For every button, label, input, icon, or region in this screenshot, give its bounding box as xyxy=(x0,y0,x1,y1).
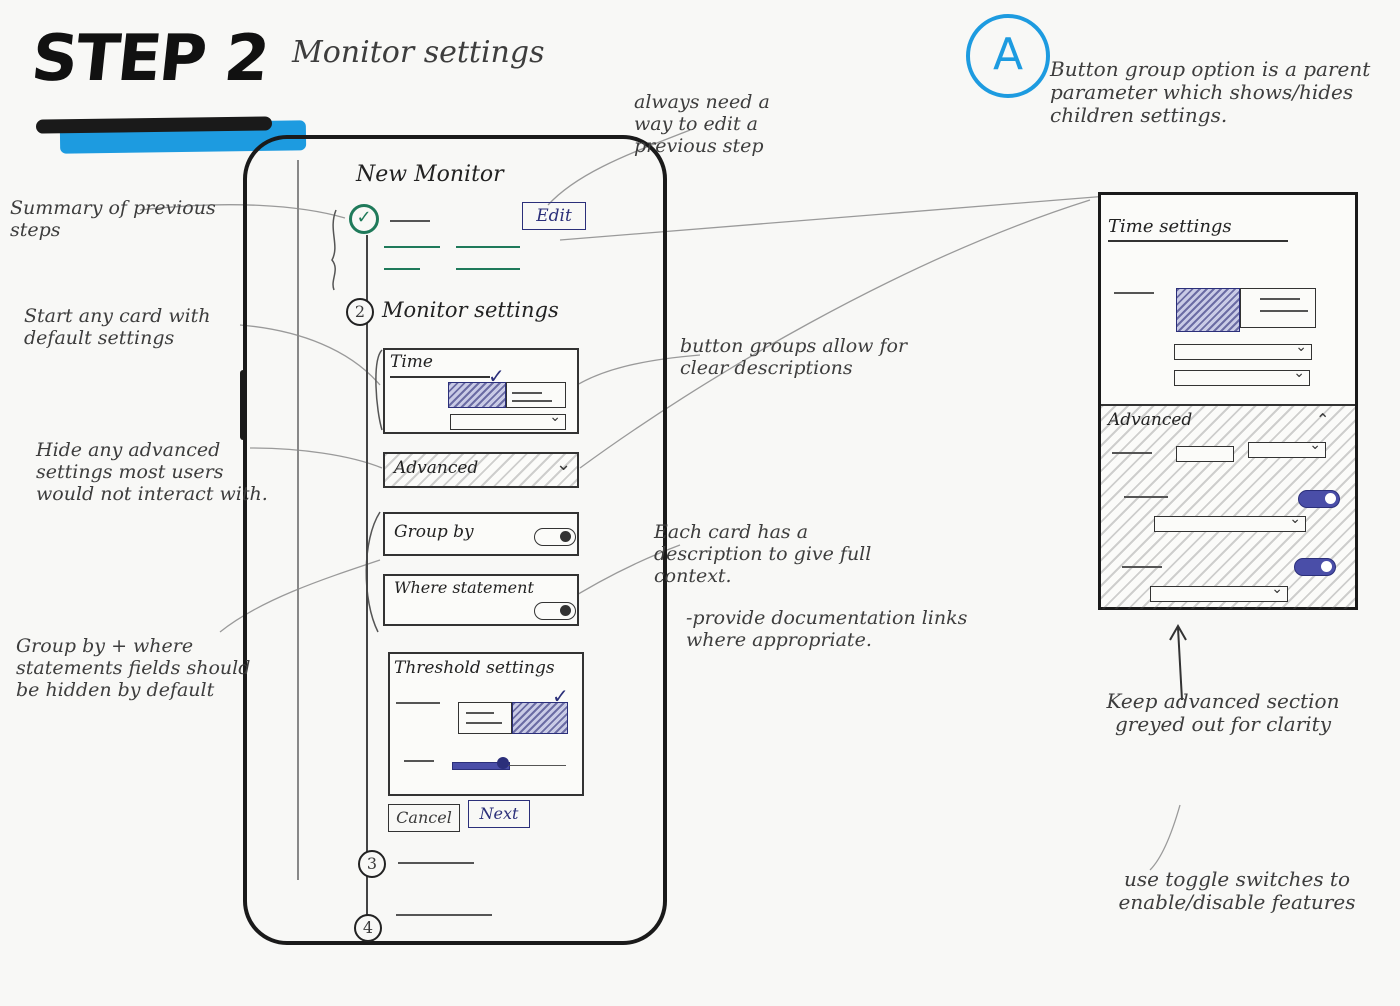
panel-a-option[interactable] xyxy=(1240,288,1316,328)
advanced-dropdown[interactable] xyxy=(1154,511,1306,532)
group-by-toggle[interactable] xyxy=(534,528,576,546)
time-card-title-underline xyxy=(390,376,490,378)
note-button-groups: button groups allow for clear descriptio… xyxy=(680,335,908,379)
advanced-input[interactable] xyxy=(1176,446,1234,462)
toggle-connector xyxy=(1149,804,1181,871)
note-group-by: Group by + where statements fields shoul… xyxy=(16,635,251,701)
group-by-card xyxy=(383,512,579,556)
summary-line xyxy=(456,246,520,248)
option-text-scribble xyxy=(466,722,502,724)
summary-line xyxy=(456,268,520,270)
option-text-scribble xyxy=(512,392,542,394)
step1-complete-check-icon: ✓ xyxy=(349,204,379,234)
panel-a-option-selected[interactable] xyxy=(1176,288,1240,332)
next-button[interactable]: Next xyxy=(468,800,530,828)
note-each-card: Each card has a description to give full… xyxy=(654,521,872,587)
where-statement-card xyxy=(383,574,579,626)
note-hide-advanced: Hide any advanced settings most users wo… xyxy=(36,439,268,505)
time-dropdown[interactable] xyxy=(450,409,566,430)
threshold-slider-track xyxy=(508,765,566,766)
advanced-field-label-scribble xyxy=(1124,496,1168,498)
edit-connector xyxy=(547,129,691,206)
panel-a-connector xyxy=(579,199,1091,469)
where-statement-toggle[interactable] xyxy=(534,602,576,620)
step2-number: 2 xyxy=(346,298,374,326)
phone-side-button xyxy=(240,370,246,440)
advanced-toggle-on[interactable] xyxy=(1298,490,1340,508)
advanced-field-label-scribble xyxy=(1112,452,1152,454)
advanced-dropdown[interactable] xyxy=(1248,437,1326,458)
threshold-option-selected[interactable] xyxy=(512,702,568,734)
threshold-slider-handle[interactable] xyxy=(497,757,509,769)
threshold-slider-fill xyxy=(452,762,510,770)
threshold-title: Threshold settings xyxy=(394,658,555,678)
panel-a-title: Time settings xyxy=(1108,216,1232,237)
panel-a-description-scribble xyxy=(1114,292,1154,294)
slider-label-scribble xyxy=(404,760,434,762)
group-by-label: Group by xyxy=(394,522,474,542)
option-text-scribble xyxy=(1260,298,1300,300)
edit-button[interactable]: Edit xyxy=(522,202,586,230)
note-default-settings: Start any card with default settings xyxy=(24,305,211,349)
step-title: STEP 2 xyxy=(28,22,272,96)
stepper-timeline xyxy=(366,235,368,925)
step3-label-scribble xyxy=(398,862,474,864)
option-text-scribble xyxy=(1260,310,1308,312)
note-keep-advanced: Keep advanced section greyed out for cla… xyxy=(1106,689,1340,736)
default-connector xyxy=(239,324,381,386)
panel-a-advanced-label: Advanced xyxy=(1108,410,1193,430)
step-subtitle: Monitor settings xyxy=(292,35,545,70)
selected-check-icon: ✓ xyxy=(552,684,569,708)
panel-a-dropdown[interactable] xyxy=(1174,339,1312,360)
option-a-badge: A xyxy=(966,14,1050,98)
cancel-button[interactable]: Cancel xyxy=(388,804,460,832)
time-option[interactable] xyxy=(506,382,566,408)
selected-check-icon: ✓ xyxy=(488,364,505,388)
phone-scroll-rail xyxy=(297,160,299,880)
new-monitor-title: New Monitor xyxy=(356,162,504,187)
step2-label: Monitor settings xyxy=(382,298,559,322)
panel-a-title-underline xyxy=(1108,240,1288,242)
summary-scribble xyxy=(390,220,430,222)
summary-line xyxy=(384,246,440,248)
note-edit: always need a way to edit a previous ste… xyxy=(634,91,770,157)
where-statement-label: Where statement xyxy=(394,578,534,597)
step4-label-scribble xyxy=(396,914,492,916)
advanced-field-label-scribble xyxy=(1122,566,1162,568)
summary-connector xyxy=(139,204,346,219)
option-text-scribble xyxy=(466,712,494,714)
groupby-connector xyxy=(219,559,381,633)
phone-frame xyxy=(243,135,667,945)
summary-bracket xyxy=(331,209,337,291)
note-toggle-switches: use toggle switches to enable/disable fe… xyxy=(1118,867,1356,914)
note-button-group-option: Button group option is a parent paramete… xyxy=(1050,57,1371,127)
advanced-collapsed-row[interactable] xyxy=(383,452,579,488)
time-bracket xyxy=(375,349,383,431)
option-text-scribble xyxy=(512,400,552,402)
time-option-selected[interactable] xyxy=(448,382,506,408)
summary-line xyxy=(384,268,420,270)
note-summary: Summary of previous steps xyxy=(10,197,216,241)
panel-a-top-connector xyxy=(559,194,1121,241)
advanced-label: Advanced xyxy=(394,458,479,478)
threshold-option[interactable] xyxy=(458,702,512,734)
step4-number: 4 xyxy=(354,914,382,942)
button-group-connector xyxy=(571,354,701,389)
keep-advanced-arrow xyxy=(1169,623,1187,701)
advanced-toggle-on[interactable] xyxy=(1294,558,1336,576)
note-documentation: -provide documentation links where appro… xyxy=(686,607,968,651)
panel-a-dropdown[interactable] xyxy=(1174,365,1310,386)
chevron-up-icon[interactable]: ⌃ xyxy=(1316,410,1330,429)
time-settings-panel xyxy=(1098,192,1358,610)
step3-number: 3 xyxy=(358,850,386,878)
threshold-description-scribble xyxy=(396,702,440,704)
advanced-dropdown[interactable] xyxy=(1150,581,1288,602)
time-card-title: Time xyxy=(390,352,433,372)
chevron-down-icon: ⌄ xyxy=(556,454,572,475)
advanced-connector xyxy=(249,447,383,469)
